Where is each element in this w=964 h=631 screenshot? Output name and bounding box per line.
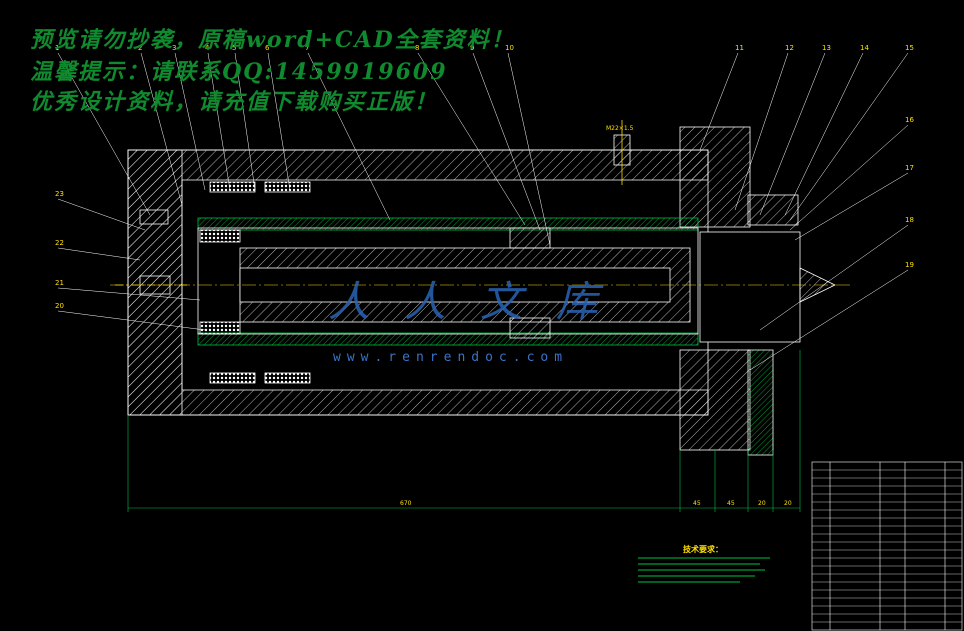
leader-3 <box>174 52 206 191</box>
balloon-4: 4 <box>205 44 210 52</box>
leader-18 <box>759 224 909 331</box>
balloon-9: 9 <box>470 44 474 52</box>
leader-8 <box>417 52 526 226</box>
leader-22 <box>57 247 141 261</box>
leader-23 <box>57 198 146 231</box>
dimension-0: 670 <box>400 500 412 507</box>
leader-13 <box>759 52 826 216</box>
balloon-19: 19 <box>905 261 914 269</box>
site-url: www.renrendoc.com <box>333 350 569 365</box>
leader-1 <box>57 52 151 216</box>
balloon-23: 23 <box>55 190 64 198</box>
balloon-5: 5 <box>232 44 236 52</box>
balloon-7: 7 <box>305 44 309 52</box>
leader-15 <box>789 52 909 221</box>
bearings <box>199 181 551 384</box>
site-logo: 人人文库 <box>328 277 633 326</box>
balloon-8: 8 <box>415 44 419 52</box>
balloon-12: 12 <box>785 44 794 52</box>
leader-7 <box>307 52 391 221</box>
balloon-18: 18 <box>905 216 914 224</box>
leader-6 <box>267 52 291 191</box>
balloon-15: 15 <box>905 44 914 52</box>
title-block <box>811 461 963 631</box>
balloon-14: 14 <box>860 44 869 52</box>
leader-21 <box>57 287 201 301</box>
leader-9 <box>472 52 541 231</box>
leader-2 <box>140 52 183 206</box>
tech-requirements-title: 技术要求： <box>683 545 723 554</box>
leader-5 <box>234 52 256 191</box>
dimension-3: 20 <box>758 500 766 507</box>
balloon-10: 10 <box>505 44 514 52</box>
dimension-1: 45 <box>693 500 701 507</box>
balloon-13: 13 <box>822 44 831 52</box>
watermark-line-1: 预览请勿抄袭，原稿word+CAD全套资料！ <box>30 27 515 53</box>
balloon-16: 16 <box>905 116 914 124</box>
flange <box>679 126 799 456</box>
balloon-6: 6 <box>265 44 270 52</box>
leader-10 <box>507 52 551 246</box>
leader-4 <box>207 52 231 191</box>
leader-lines <box>57 52 909 371</box>
leader-11 <box>699 52 739 151</box>
tech-notes <box>638 557 770 583</box>
balloon-3: 3 <box>172 44 176 52</box>
dimension-4: 20 <box>784 500 792 507</box>
thread-label: M22×1.5 <box>606 125 634 132</box>
housing <box>127 149 709 416</box>
top-fitting <box>613 120 631 185</box>
balloon-20: 20 <box>55 302 64 310</box>
watermark-line-2: 温馨提示：请联系QQ:1459919609 <box>30 59 448 85</box>
watermark-line-3: 优秀设计资料，请充值下载购买正版！ <box>30 89 439 115</box>
leader-17 <box>794 172 909 241</box>
balloon-11: 11 <box>735 44 744 52</box>
leader-12 <box>734 52 789 211</box>
balloon-22: 22 <box>55 239 64 247</box>
balloon-2: 2 <box>138 44 142 52</box>
balloon-21: 21 <box>55 279 64 287</box>
balloon-17: 17 <box>905 164 914 172</box>
leader-19 <box>749 269 909 371</box>
leader-14 <box>784 52 864 216</box>
leader-20 <box>57 310 206 331</box>
dimension-lines <box>127 350 801 512</box>
dimension-2: 45 <box>727 500 735 507</box>
balloon-1: 1 <box>55 44 59 52</box>
nose <box>699 231 836 343</box>
leader-16 <box>789 124 909 231</box>
